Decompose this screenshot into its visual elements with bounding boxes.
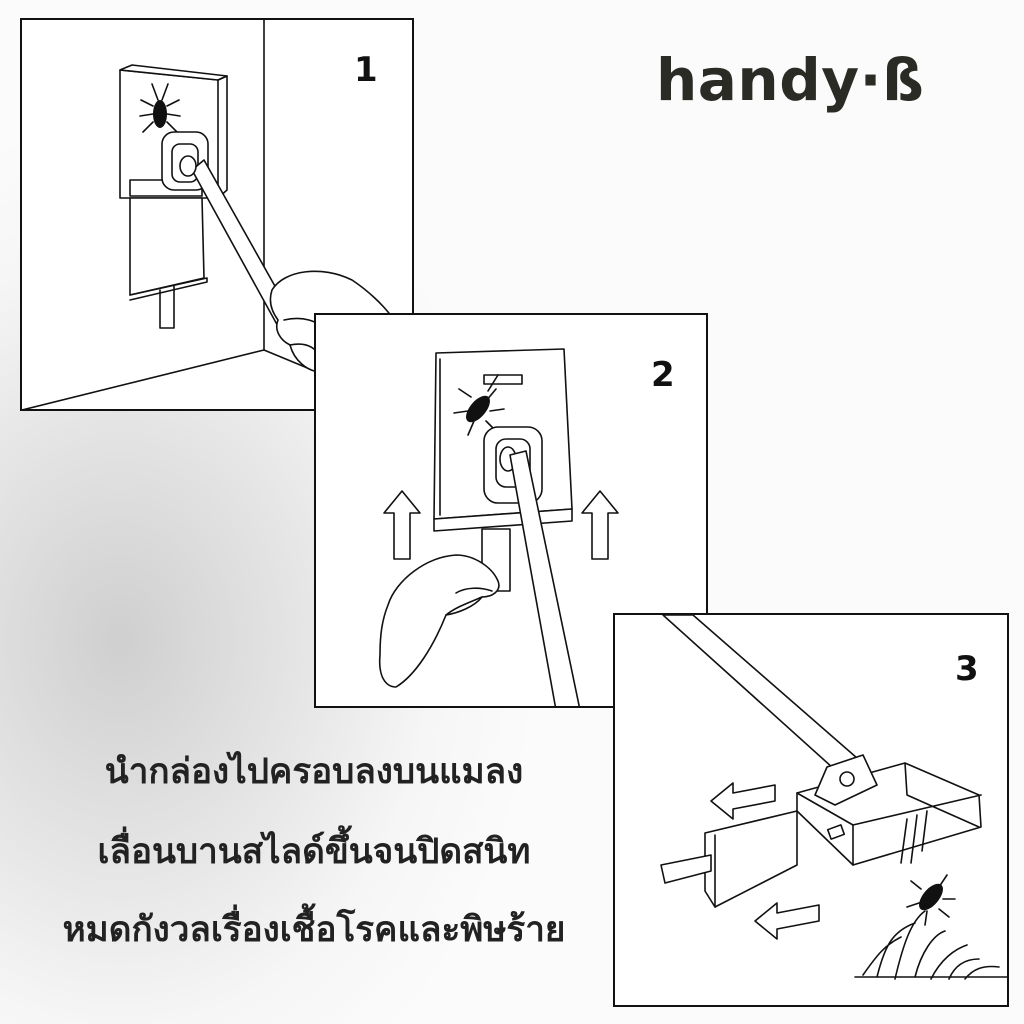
step-1-number: 1 [354,50,378,90]
cockroach-icon [139,83,181,133]
step-2-number: 2 [651,355,675,395]
step-3-illustration [660,615,1007,980]
arrow-left-icon [754,902,820,940]
grass-icon [854,910,1007,980]
step-1-panel: 1 [20,18,414,411]
cockroach-icon [906,874,956,926]
step-3-panel: 3 [613,613,1009,1007]
arrow-left-icon [710,782,776,820]
step-1-illustration [22,20,409,409]
caption-line-1: นำกล่องไปครอบลงบนแมลง [104,752,524,792]
caption-line-3: หมดกังวลเรื่องเชื้อโรคและพิษร้าย [62,910,566,950]
brand-logo: handy·ß [656,46,925,114]
arrow-up-icon [383,490,421,560]
cockroach-icon [453,374,505,436]
hand-icon [378,554,500,688]
step-2-illustration [378,348,619,706]
caption-line-2: เลื่อนบานสไลด์ขึ้นจนปิดสนิท [97,832,531,872]
arrow-up-icon [581,490,619,560]
step-3-number: 3 [955,649,979,689]
